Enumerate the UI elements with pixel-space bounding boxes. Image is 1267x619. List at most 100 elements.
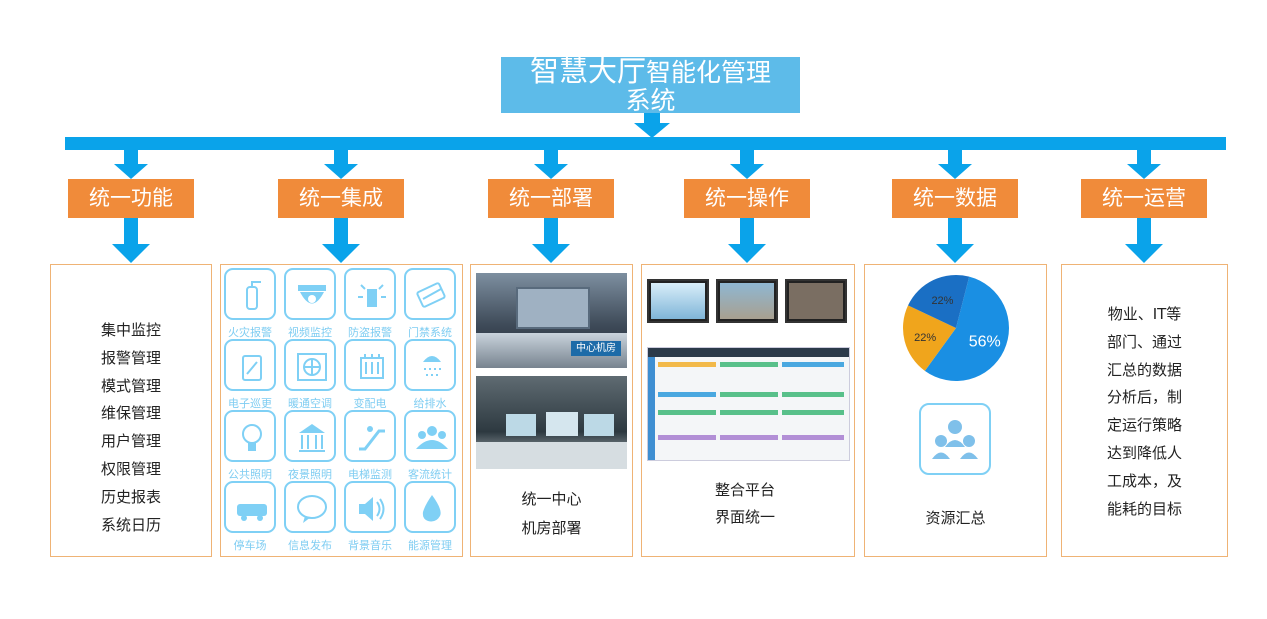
down-arrow-icon	[534, 150, 568, 179]
monitor-screen	[506, 414, 536, 436]
integration-item: 电梯监测	[342, 410, 402, 482]
down-arrow-icon	[532, 218, 570, 263]
escalator-icon	[344, 410, 396, 462]
photo-label: 中心机房	[571, 341, 621, 356]
platform-dashboard	[647, 347, 850, 461]
text-line: 定运行策略	[1106, 416, 1182, 435]
text-line: 权限管理	[100, 459, 161, 478]
pie-slice	[903, 305, 956, 371]
integration-item: 背景音乐	[342, 481, 402, 553]
integration-item: 火灾报警	[222, 268, 282, 340]
integration-label: 暖通空调	[288, 397, 332, 410]
integration-label: 能源管理	[408, 539, 452, 552]
integration-item: 夜景照明	[282, 410, 342, 482]
text-line: 集中监控	[100, 321, 161, 339]
integration-label: 信息发布	[288, 539, 332, 552]
people-icon	[404, 410, 456, 462]
integration-item: 给排水	[402, 339, 462, 411]
text-line: 物业、IT等	[1107, 305, 1182, 323]
down-arrow-icon	[730, 150, 764, 179]
desk	[476, 442, 627, 469]
connector-bar	[65, 137, 1226, 150]
category-box: 统一部署	[488, 179, 614, 218]
text-line: 用户管理	[100, 432, 161, 451]
pie-slice	[908, 275, 970, 328]
integration-item: 门禁系统	[402, 268, 462, 340]
dome-camera-icon	[284, 268, 336, 320]
integration-label: 视频监控	[288, 326, 332, 339]
pie-label: 22%	[914, 332, 936, 344]
integration-item: 能源管理	[402, 481, 462, 553]
patrol-device-icon	[224, 339, 276, 391]
integration-item: 变配电	[342, 339, 402, 411]
text-line: 机房部署	[521, 519, 582, 537]
integration-label: 防盗报警	[348, 326, 392, 339]
shower-icon	[404, 339, 456, 391]
speech-bubble-icon	[284, 481, 336, 533]
transformer-icon	[344, 339, 396, 391]
water-drop-icon	[404, 481, 456, 533]
text-line: 维保管理	[100, 404, 161, 423]
down-arrow-icon	[938, 150, 972, 179]
access-card-icon	[404, 268, 456, 320]
integration-label: 公共照明	[228, 468, 272, 481]
bulb-icon	[224, 410, 276, 462]
integration-item: 视频监控	[282, 268, 342, 340]
title-down-arrow-icon	[634, 113, 670, 138]
pie-slice	[924, 276, 1009, 381]
integration-label: 火灾报警	[228, 326, 272, 339]
category-box: 统一操作	[684, 179, 810, 218]
text-line: 汇总的数据	[1106, 360, 1182, 379]
down-arrow-icon	[1125, 218, 1163, 263]
data-caption: 资源汇总	[925, 509, 986, 527]
integration-label: 背景音乐	[348, 539, 392, 552]
monitor-3	[785, 279, 847, 323]
deploy-text: 统一中心机房部署	[471, 485, 632, 543]
category-box: 统一功能	[68, 179, 194, 218]
integration-label: 客流统计	[408, 468, 452, 481]
pie-label: 22%	[931, 295, 953, 307]
text-line: 工成本，及	[1106, 471, 1182, 490]
monitoring-photo	[476, 376, 627, 469]
integration-label: 变配电	[353, 397, 387, 410]
down-arrow-icon	[936, 218, 974, 263]
category-box: 统一集成	[278, 179, 404, 218]
operate-text: 整合平台界面统一	[642, 477, 848, 531]
control-room-photo: 中心机房	[476, 273, 627, 368]
down-arrow-icon	[112, 218, 150, 263]
text-line: 分析后，制	[1106, 388, 1182, 407]
integration-item: 电子巡更	[222, 339, 282, 411]
monitor-2	[716, 279, 778, 323]
deploy-panel: 中心机房 统一中心机房部署	[470, 264, 633, 557]
integration-label: 夜景照明	[288, 468, 332, 481]
integration-item: 信息发布	[282, 481, 342, 553]
data-panel: 56% 22% 22% 资源汇总	[864, 264, 1047, 557]
text-line: 界面统一	[714, 508, 775, 526]
integration-label: 给排水	[413, 397, 447, 410]
pie-label: 56%	[969, 334, 1001, 351]
down-arrow-icon	[324, 150, 358, 179]
text-line: 整合平台	[714, 481, 775, 499]
fire-extinguisher-icon	[224, 268, 276, 320]
building-lights-icon	[284, 410, 336, 462]
integration-label: 电子巡更	[228, 397, 272, 410]
text-line: 达到降低人	[1106, 443, 1182, 462]
text-line: 系统日历	[100, 515, 161, 534]
function-list: 集中监控报警管理模式管理维保管理用户管理权限管理历史报表系统日历	[51, 317, 211, 539]
title-line2: 系统	[625, 86, 676, 115]
text-line: 能耗的目标	[1106, 499, 1182, 518]
text-line: 报警管理	[100, 348, 161, 367]
integration-item: 公共照明	[222, 410, 282, 482]
integration-item: 防盗报警	[342, 268, 402, 340]
down-arrow-icon	[728, 218, 766, 263]
monitor-screen	[546, 412, 578, 436]
text-line: 模式管理	[100, 376, 161, 395]
integration-item: 客流统计	[402, 410, 462, 482]
down-arrow-icon	[1127, 150, 1161, 179]
operate-panel: 整合平台界面统一	[641, 264, 855, 557]
speaker-icon	[344, 481, 396, 533]
title-main: 智慧大厅	[529, 54, 646, 88]
function-panel: 集中监控报警管理模式管理维保管理用户管理权限管理历史报表系统日历	[50, 264, 212, 557]
integration-item: 暖通空调	[282, 339, 342, 411]
title-rest: 智能化管理	[646, 58, 772, 87]
